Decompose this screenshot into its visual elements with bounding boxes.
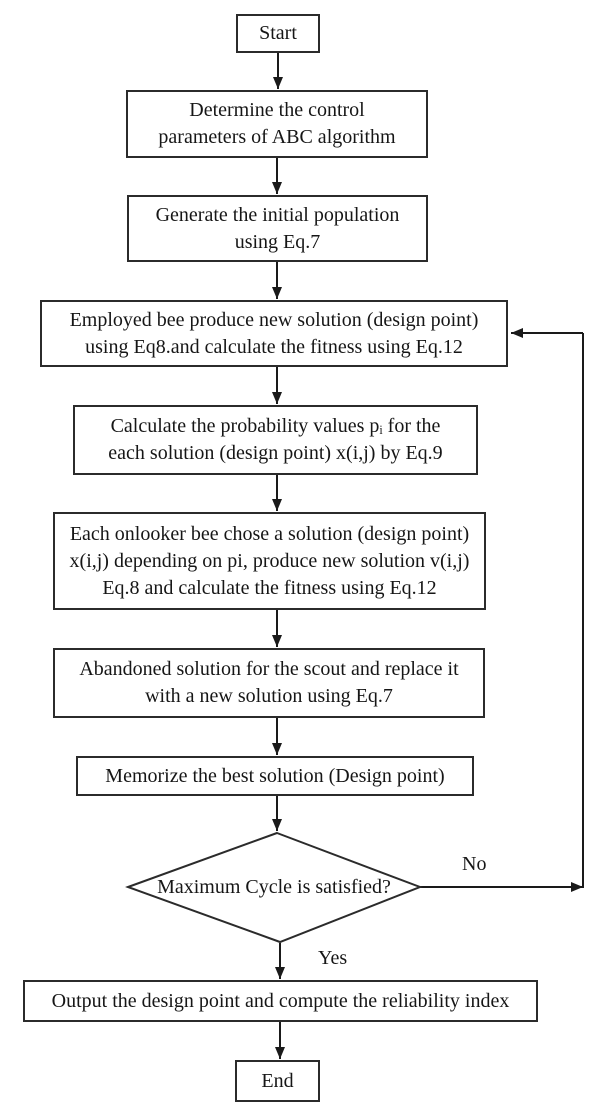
node-decision-maximum-cycle: Maximum Cycle is satisfied? bbox=[130, 874, 418, 900]
node-text-line: each solution (design point) x(i,j) by E… bbox=[108, 442, 443, 464]
edge-label-no: No bbox=[462, 853, 487, 875]
decision-diamond-shape bbox=[125, 831, 423, 944]
node-text-line: using Eq8.and calculate the fitness usin… bbox=[85, 335, 463, 358]
node-text-line: with a new solution using Eq.7 bbox=[145, 685, 393, 707]
node-text-line: Each onlooker bee chose a solution (desi… bbox=[69, 522, 470, 545]
node-text-line: Eq.8 and calculate the fitness using Eq.… bbox=[102, 576, 437, 599]
node-end: End bbox=[235, 1060, 320, 1102]
node-text-line: Maximum Cycle is satisfied? bbox=[157, 876, 391, 898]
node-output-design-point: Output the design point and compute the … bbox=[23, 980, 538, 1022]
node-onlooker-bee: Each onlooker bee chose a solution (desi… bbox=[53, 512, 486, 610]
node-text-line: Determine the control bbox=[189, 99, 365, 121]
node-text-line: x(i,j) depending on pi, produce new solu… bbox=[69, 549, 470, 572]
node-text-line: using Eq.7 bbox=[234, 230, 321, 253]
node-end-label: End bbox=[261, 1069, 294, 1092]
node-abandoned-solution: Abandoned solution for the scout and rep… bbox=[53, 648, 485, 718]
node-text-line: Generate the initial population bbox=[155, 203, 400, 226]
node-text-line: Abandoned solution for the scout and rep… bbox=[79, 658, 459, 680]
node-text-line: Memorize the best solution (Design point… bbox=[105, 764, 445, 787]
node-start-label: Start bbox=[259, 22, 297, 44]
node-employed-bee: Employed bee produce new solution (desig… bbox=[40, 300, 508, 367]
node-generate-population: Generate the initial population using Eq… bbox=[127, 195, 428, 262]
node-start: Start bbox=[236, 14, 320, 53]
node-text-line: Output the design point and compute the … bbox=[51, 989, 510, 1012]
node-text-line: parameters of ABC algorithm bbox=[158, 126, 396, 148]
node-calculate-probability: Calculate the probability values pᵢ for … bbox=[73, 405, 478, 475]
node-text-line: Employed bee produce new solution (desig… bbox=[69, 308, 479, 331]
node-text-line: Calculate the probability values pᵢ for … bbox=[110, 415, 441, 437]
node-determine-parameters: Determine the control parameters of ABC … bbox=[126, 90, 428, 158]
node-memorize-best: Memorize the best solution (Design point… bbox=[76, 756, 474, 796]
edge-label-yes: Yes bbox=[318, 947, 348, 969]
